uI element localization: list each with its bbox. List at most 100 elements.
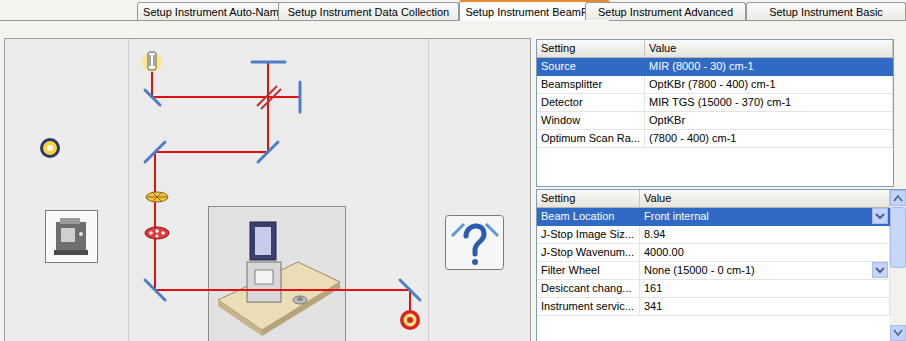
beam-path (152, 62, 410, 312)
setting-value: 341 (644, 300, 662, 312)
filter-wheel (155, 229, 159, 233)
beampath-panel (428, 39, 429, 341)
setting-value: OptKBr (649, 114, 685, 126)
mirror (145, 280, 165, 300)
header-text: Value (649, 42, 676, 54)
sample-compartment (250, 222, 276, 260)
sample-compartment (255, 270, 273, 284)
table-frame (537, 190, 906, 341)
help-icon (452, 224, 464, 236)
dropdown-button (872, 262, 888, 278)
setting-cell: Desiccant chang... (537, 280, 640, 298)
help-icon (486, 224, 498, 236)
mirror (299, 82, 302, 112)
setting-value: 161 (644, 282, 662, 294)
setting-cell: Beam Location (537, 208, 640, 226)
filter-wheel (149, 231, 153, 235)
source-lamp (142, 52, 162, 72)
instrument-icon (60, 218, 80, 224)
tab-label: Setup Instrument Auto-Name (143, 6, 285, 18)
setting-name: Source (541, 60, 576, 72)
value-cell: 8.94 (640, 226, 890, 244)
setting-value: (7800 - 400) cm-1 (649, 132, 736, 144)
setting-value: None (15000 - 0 cm-1) (644, 264, 755, 276)
setting-cell: Beamsplitter (537, 76, 645, 94)
external-port-icon (40, 138, 60, 158)
value-cell: OptKBr (645, 112, 893, 130)
setting-name: Window (541, 114, 580, 126)
setting-cell: Instrument servic... (537, 298, 640, 316)
tab: Setup Instrument Data Collection (278, 2, 459, 20)
value-cell: MIR (8000 - 30) cm-1 (645, 58, 893, 76)
scrollbar (890, 190, 906, 341)
external-port-icon (47, 145, 53, 151)
mirror (145, 90, 160, 105)
beampath-panel (5, 39, 531, 341)
setting-cell: Window (537, 112, 645, 130)
filter-wheel (161, 231, 165, 235)
instrument-icon (79, 232, 83, 236)
scrollbar (891, 191, 906, 206)
value-cell: MIR TGS (15000 - 370) cm-1 (645, 94, 893, 112)
sample-compartment (247, 262, 281, 302)
tab-strip (0, 0, 906, 21)
setting-cell: Detector (537, 94, 645, 112)
detector (400, 310, 420, 330)
beamsplitter (257, 86, 281, 109)
value-cell: 4000.00 (640, 244, 890, 262)
beamsplitter (261, 89, 281, 109)
value-cell: None (15000 - 0 cm-1) (640, 262, 890, 280)
aperture-wheel (146, 192, 168, 202)
setting-value: Front internal (644, 210, 709, 222)
source-lamp (150, 55, 151, 66)
setting-cell: Optimum Scan Ra... (537, 130, 645, 148)
value-cell: OptKBr (7800 - 400) cm-1 (645, 76, 893, 94)
setting-name: Instrument servic... (541, 300, 634, 312)
tab-label: Setup Instrument Basic (769, 6, 883, 18)
sample-compartment (209, 207, 346, 341)
setting-name: Desiccant chang... (541, 282, 632, 294)
tab-strip (0, 0, 906, 21)
help-icon (472, 259, 478, 265)
scrollbar (890, 190, 906, 341)
sample-compartment (293, 296, 307, 304)
setting-cell: Filter Wheel (537, 262, 640, 280)
sample-compartment (218, 300, 262, 336)
sample-compartment (297, 297, 303, 301)
value-cell: 161 (640, 280, 890, 298)
scrollbar (891, 326, 906, 341)
filter-wheel (156, 235, 159, 238)
help-icon (466, 226, 484, 254)
tab: Setup Instrument Advanced (585, 2, 746, 20)
header-text: Value (644, 192, 671, 204)
setting-name: Optimum Scan Ra... (541, 132, 640, 144)
aperture-wheel (146, 192, 168, 202)
sample-compartment (209, 207, 346, 341)
mirror (145, 142, 165, 162)
column-header: Value (645, 40, 893, 58)
filter-wheel (145, 227, 169, 239)
scrollbar (894, 196, 902, 201)
instrument-icon (47, 212, 97, 262)
setting-cell: J-Stop Wavenum... (537, 244, 640, 262)
tab: Setup Instrument Auto-Name (137, 2, 291, 20)
source-lamp (142, 52, 162, 72)
value-cell: Front internal (640, 208, 890, 226)
scrollbar (891, 208, 906, 268)
tab: Setup Instrument Basic (746, 2, 906, 20)
tab-label: Setup Instrument Advanced (598, 6, 733, 18)
scrollbar (894, 330, 902, 335)
tab-label: Setup Instrument BeamPath (465, 6, 603, 18)
dropdown-button (872, 208, 888, 224)
header-text: Setting (541, 42, 575, 54)
mirror (252, 61, 285, 64)
beampath-panel (128, 39, 129, 341)
instrument-icon (54, 250, 88, 255)
setting-name: J-Stop Wavenum... (541, 246, 634, 258)
source-lamp (148, 52, 156, 70)
setting-cell: J-Stop Image Siz... (537, 226, 640, 244)
aperture-wheel (152, 192, 162, 202)
instrument-icon (46, 211, 98, 263)
setting-name: Beamsplitter (541, 78, 602, 90)
setting-value: 4000.00 (644, 246, 684, 258)
